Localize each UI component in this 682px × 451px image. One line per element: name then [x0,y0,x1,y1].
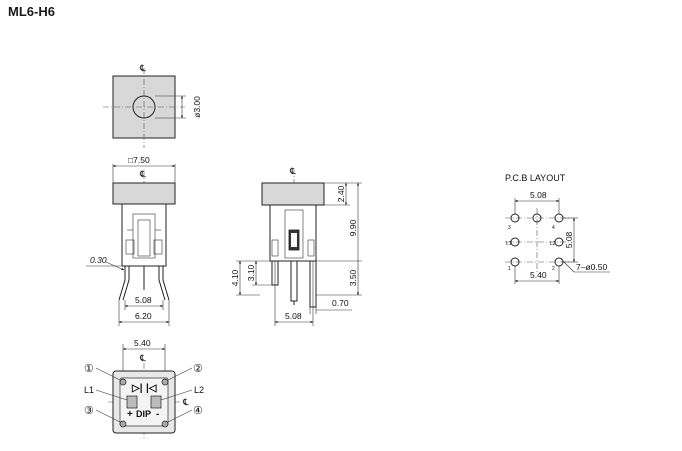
bottom-view: 5.40 ℄ ▷| |◁ + DIP - ① ② ③ ④ L1 L2 ℄ [84,338,204,440]
page-title: ML6-H6 [8,4,55,19]
pcb-pin-l1: L1 [506,241,512,247]
side-centerline: ℄ [289,166,296,176]
pin4-callout: ④ [193,405,203,417]
dip-label: DIP [136,409,151,419]
minus-sign: - [156,409,159,420]
pcb-top-pitch: 5.08 [530,190,547,200]
top-view: ℄ ø3.00 [103,63,202,148]
top-centerline: ℄ [139,63,146,73]
standoff-height-dim: 4.10 [230,269,240,286]
cap-width-dim: □7.50 [128,155,150,165]
pcb-bottom-pitch: 5.40 [530,270,547,280]
pcb-pin-4: 4 [552,225,555,231]
front-pitch-dim: 5.08 [135,295,152,305]
pcb-pin-3: 3 [508,225,511,231]
diode-right-icon: |◁ [146,383,157,394]
cap-height-dim: 2.40 [336,185,346,202]
bottom-centerline: ℄ [139,353,146,363]
total-height-dim: 9.90 [348,219,358,236]
pcb-vertical-pitch: 5.08 [564,231,574,248]
bottom-centerline-h: ℄ [182,397,189,407]
plus-sign: + [127,409,133,420]
diode-left-icon: ▷| [131,383,143,394]
pcb-pin-l2: L2 [550,241,556,247]
front-view: □7.50 ℄ 0.30 5.08 6.20 [86,155,176,326]
pcb-layout: P.C.B LAYOUT 5.08 3 4 L1 L2 1 2 5.08 [505,173,610,284]
pcb-pin-1: 1 [508,266,511,272]
pin3-callout: ③ [84,405,94,417]
pin-depth-dim: 3.50 [348,269,358,286]
lead-thickness-dim: 0.30 [90,255,107,265]
pin2-callout: ② [193,363,203,375]
front-centerline: ℄ [139,169,146,179]
overall-width-dim: 6.20 [135,311,152,321]
lead-width-dim: 0.70 [332,298,349,308]
side-pitch-dim: 5.08 [285,311,302,321]
pcb-hole-callout: 7–ø0.50 [576,262,607,272]
pcb-pin-2: 2 [552,266,555,272]
lead-length-dim: 3.10 [246,264,256,281]
side-view: ℄ 2.40 9.90 3.50 4.10 3.10 [230,166,362,326]
l1-label: L1 [84,385,94,395]
pin1-callout: ① [84,363,94,375]
hole-dia-dim: ø3.00 [192,96,202,118]
bottom-width-dim: 5.40 [134,338,151,348]
l2-label: L2 [194,385,204,395]
pcb-title: P.C.B LAYOUT [505,173,566,183]
